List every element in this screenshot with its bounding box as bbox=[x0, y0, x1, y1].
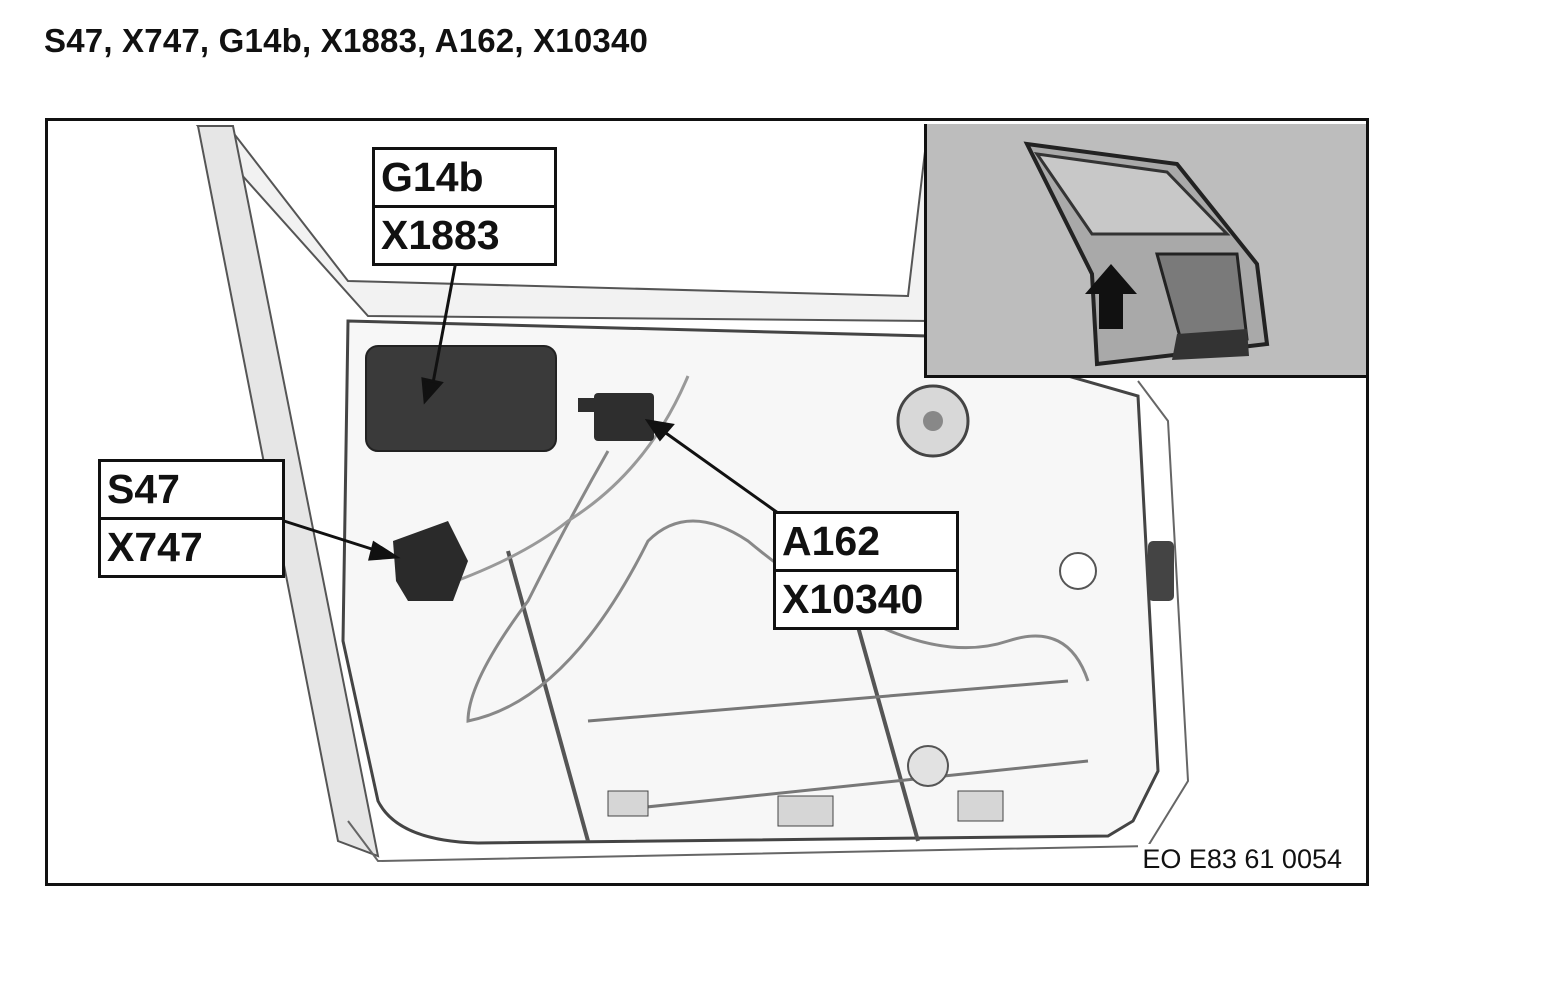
regulator-cross-rail-2 bbox=[607, 759, 1089, 813]
callout-x747-label: X747 bbox=[101, 517, 282, 575]
leader-s47 bbox=[283, 519, 379, 553]
connector-pin bbox=[578, 398, 594, 412]
leader-g14b bbox=[431, 260, 458, 384]
callout-g14b-x1883: G14b X1883 bbox=[372, 147, 557, 266]
page-title: S47, X747, G14b, X1883, A162, X10340 bbox=[44, 22, 649, 59]
door-diagram: G14b X1883 S47 X747 A162 X10340 EO E83 6… bbox=[45, 118, 1369, 886]
regulator-rail-right bbox=[846, 590, 920, 842]
door-window-frame bbox=[195, 125, 955, 323]
inset-view bbox=[924, 124, 1366, 378]
leader-s47-head bbox=[368, 540, 401, 561]
leader-a162-head bbox=[644, 418, 675, 442]
door-outer-edge bbox=[347, 380, 1190, 863]
regulator-cross-rail bbox=[587, 679, 1069, 723]
callout-a162-x10340: A162 X10340 bbox=[773, 511, 959, 630]
door-handle bbox=[1148, 541, 1174, 601]
door-speaker-center bbox=[923, 411, 943, 431]
inset-armrest-lower bbox=[1172, 329, 1249, 360]
callout-a162-label: A162 bbox=[782, 518, 881, 564]
panel-hole bbox=[907, 745, 949, 787]
wiring-harness bbox=[466, 450, 1090, 723]
clip-3 bbox=[957, 790, 1004, 822]
callout-x1883-label: X1883 bbox=[375, 205, 554, 263]
control-unit-connector bbox=[594, 393, 654, 441]
regulator-rail-left bbox=[506, 550, 590, 842]
door-pillar bbox=[196, 125, 380, 858]
leader-g14b-head bbox=[421, 377, 444, 405]
leader-a162 bbox=[662, 429, 779, 515]
up-arrow-icon bbox=[1085, 264, 1137, 329]
clip-1 bbox=[607, 790, 649, 817]
inset-illustration bbox=[1023, 141, 1270, 367]
figure-code: EO E83 61 0054 bbox=[1138, 844, 1346, 875]
callout-g14b-label: G14b bbox=[381, 154, 484, 200]
panel-hole-2 bbox=[1059, 552, 1097, 590]
callout-s47-label: S47 bbox=[107, 466, 180, 512]
clip-2 bbox=[777, 795, 834, 827]
door-illustration bbox=[195, 125, 1190, 863]
callout-s47-x747: S47 X747 bbox=[98, 459, 285, 578]
airbag-module bbox=[365, 345, 557, 452]
callout-x10340-label: X10340 bbox=[776, 569, 956, 627]
window-switch bbox=[393, 521, 468, 601]
inset-window bbox=[1033, 152, 1231, 236]
